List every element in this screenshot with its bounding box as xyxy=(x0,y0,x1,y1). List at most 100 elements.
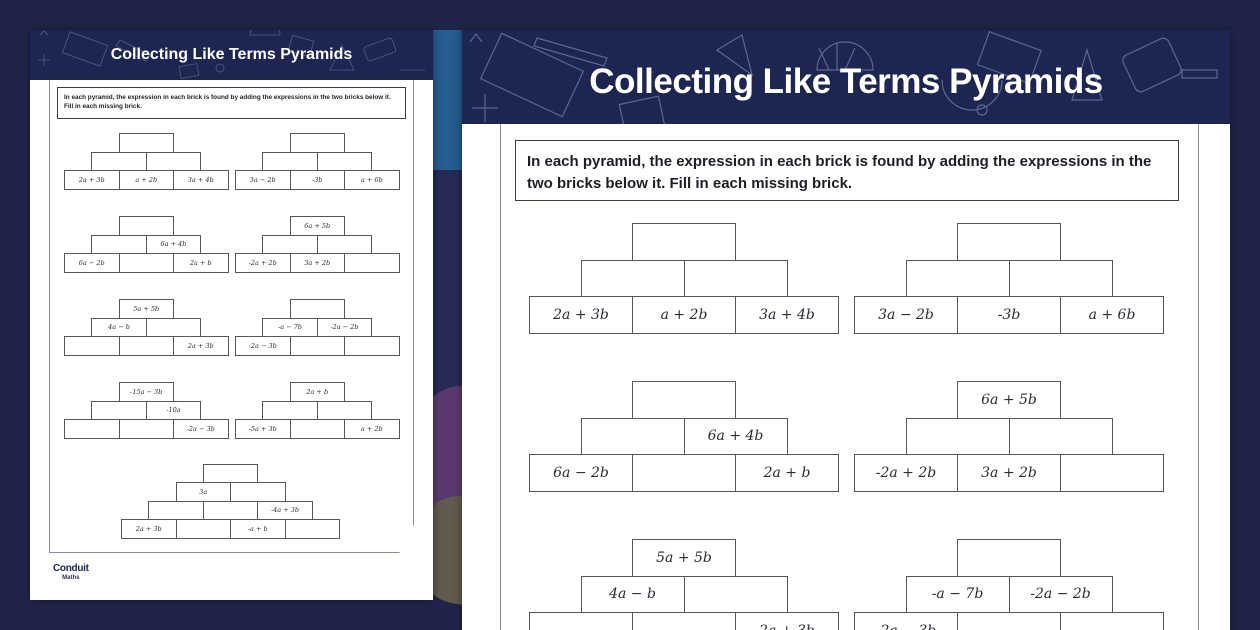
content-frame-large xyxy=(500,124,1199,630)
pyramid-brick-empty[interactable] xyxy=(632,612,736,630)
pyramid-brick-empty[interactable] xyxy=(118,216,174,236)
pyramid-brick-empty[interactable] xyxy=(262,400,318,420)
pyramid-brick-empty[interactable] xyxy=(118,133,174,153)
pyramid-brick-empty[interactable] xyxy=(118,336,174,356)
pyramid-brick: 5a + 5b xyxy=(118,299,174,319)
pyramid-brick: -2a − 3b xyxy=(235,336,291,356)
pyramid-brick-empty[interactable] xyxy=(202,463,259,483)
conduit-maths-logo: Conduit Maths xyxy=(53,563,89,581)
worksheet-preview-zoomed: Collecting Like Terms Pyramids In each p… xyxy=(462,30,1230,630)
pyramid-brick: -10a xyxy=(145,400,202,420)
pyramid-brick: 3a xyxy=(175,482,231,502)
pyramid-brick-empty[interactable] xyxy=(64,419,120,439)
pyramid-brick-empty[interactable] xyxy=(262,234,318,254)
pyramid-brick: -3b xyxy=(957,296,1061,334)
pyramid-brick: 3a + 2b xyxy=(957,454,1061,492)
worksheet-header: Collecting Like Terms Pyramids xyxy=(30,30,433,80)
pyramid-brick-empty[interactable] xyxy=(64,336,120,356)
pyramid-brick-empty[interactable] xyxy=(202,500,259,520)
pyramid-brick-empty[interactable] xyxy=(1008,417,1113,455)
pyramid-brick: -2a − 2b xyxy=(316,317,373,337)
pyramid-brick: 2a + 3b xyxy=(173,336,229,356)
instruction-box-large: In each pyramid, the expression in each … xyxy=(515,140,1179,201)
pyramid-brick-empty[interactable] xyxy=(957,612,1061,630)
pyramid-brick-empty[interactable] xyxy=(344,336,400,356)
pyramid-brick-empty[interactable] xyxy=(316,151,373,171)
worksheet-title-large: Collecting Like Terms Pyramids xyxy=(589,62,1103,101)
pyramid-brick: 4a − b xyxy=(580,575,685,613)
pyramid-brick-empty[interactable] xyxy=(1008,259,1113,297)
pyramid-brick-empty[interactable] xyxy=(1060,612,1164,630)
pyramid-brick-empty[interactable] xyxy=(316,234,373,254)
pyramid-brick: 3a − 2b xyxy=(854,296,958,334)
pyramid-brick-empty[interactable] xyxy=(905,259,1010,297)
pyramid-brick: 2a + b xyxy=(289,382,345,402)
stationery-doodles-icon xyxy=(469,31,1218,124)
pyramid-brick: a + 6b xyxy=(344,170,400,190)
pyramid-brick-empty[interactable] xyxy=(118,419,174,439)
pyramid-brick-empty[interactable] xyxy=(118,253,174,273)
pyramid-brick-empty[interactable] xyxy=(91,400,147,420)
pyramid-brick: -3b xyxy=(289,170,345,190)
pyramid-brick-empty[interactable] xyxy=(289,419,345,439)
pyramid-brick-empty[interactable] xyxy=(632,223,736,261)
pyramid-brick-empty[interactable] xyxy=(91,151,147,171)
pyramid-brick-empty[interactable] xyxy=(529,612,633,630)
pyramid-brick-empty[interactable] xyxy=(683,259,788,297)
pyramid-brick-empty[interactable] xyxy=(632,454,736,492)
pyramid-brick-empty[interactable] xyxy=(289,336,345,356)
pyramid-brick-empty[interactable] xyxy=(91,234,147,254)
pyramid-brick: 2a + b xyxy=(173,253,229,273)
pyramid-brick-empty[interactable] xyxy=(284,519,340,539)
pyramid-brick: 3a + 4b xyxy=(735,296,839,334)
pyramid-brick: 2a + b xyxy=(735,454,839,492)
pyramid-brick-empty[interactable] xyxy=(262,151,318,171)
pyramid-brick-empty[interactable] xyxy=(145,317,202,337)
pyramid-brick: 5a + 5b xyxy=(632,539,736,577)
pyramid-brick-empty[interactable] xyxy=(683,575,788,613)
pyramid-brick: -2a − 3b xyxy=(854,612,958,630)
pyramid-brick: 6a + 5b xyxy=(289,216,345,236)
pyramid-brick-empty[interactable] xyxy=(175,519,231,539)
pyramid-brick: 3a + 4b xyxy=(173,170,229,190)
pyramid-brick: 3a − 2b xyxy=(235,170,291,190)
pyramid-brick: 6a − 2b xyxy=(64,253,120,273)
worksheet-title: Collecting Like Terms Pyramids xyxy=(110,46,353,63)
pyramid-brick-empty[interactable] xyxy=(289,299,345,319)
logo-subtitle: Maths xyxy=(62,575,80,581)
pyramid-brick-empty[interactable] xyxy=(289,133,345,153)
pyramid-brick-empty[interactable] xyxy=(580,417,685,455)
pyramid-brick: a + 2b xyxy=(344,419,400,439)
pyramid-brick: 4a − b xyxy=(91,317,147,337)
pyramid-brick: -5a + 3b xyxy=(235,419,291,439)
pyramid-brick: -a − 7b xyxy=(262,317,318,337)
pyramid-brick: a + 6b xyxy=(1060,296,1164,334)
worksheet-preview-full: Collecting Like Terms Pyramids In each p… xyxy=(30,30,433,600)
pyramid-brick: -2a − 3b xyxy=(173,419,229,439)
pyramid-brick: a + 2b xyxy=(632,296,736,334)
pyramid-brick: 2a + 3b xyxy=(735,612,839,630)
pyramid-brick-empty[interactable] xyxy=(344,253,400,273)
pyramid-brick-empty[interactable] xyxy=(632,381,736,419)
pyramid-brick: 6a + 4b xyxy=(683,417,788,455)
pyramid-brick-empty[interactable] xyxy=(1060,454,1164,492)
instruction-box: In each pyramid, the expression in each … xyxy=(57,87,406,119)
pyramid-brick: 2a + 3b xyxy=(64,170,120,190)
pyramid-brick-empty[interactable] xyxy=(957,223,1061,261)
pyramid-brick: 6a + 5b xyxy=(957,381,1061,419)
pyramid-brick: -a + b xyxy=(230,519,286,539)
pyramid-brick-empty[interactable] xyxy=(148,500,204,520)
pyramid-brick-empty[interactable] xyxy=(145,151,202,171)
pyramid-brick-empty[interactable] xyxy=(580,259,685,297)
logo-name: Conduit xyxy=(53,563,89,574)
pyramid-brick: 6a + 4b xyxy=(145,234,202,254)
pyramid-brick: -15a − 3b xyxy=(118,382,174,402)
pyramid-brick-empty[interactable] xyxy=(230,482,286,502)
pyramid-brick-empty[interactable] xyxy=(316,400,373,420)
pyramid-brick-empty[interactable] xyxy=(905,417,1010,455)
pyramid-brick: -2a − 2b xyxy=(1008,575,1113,613)
pyramid-brick: 3a + 2b xyxy=(289,253,345,273)
pyramid-brick-empty[interactable] xyxy=(957,539,1061,577)
pyramid-brick: -2a + 2b xyxy=(235,253,291,273)
worksheet-header-large: Collecting Like Terms Pyramids xyxy=(462,30,1230,124)
